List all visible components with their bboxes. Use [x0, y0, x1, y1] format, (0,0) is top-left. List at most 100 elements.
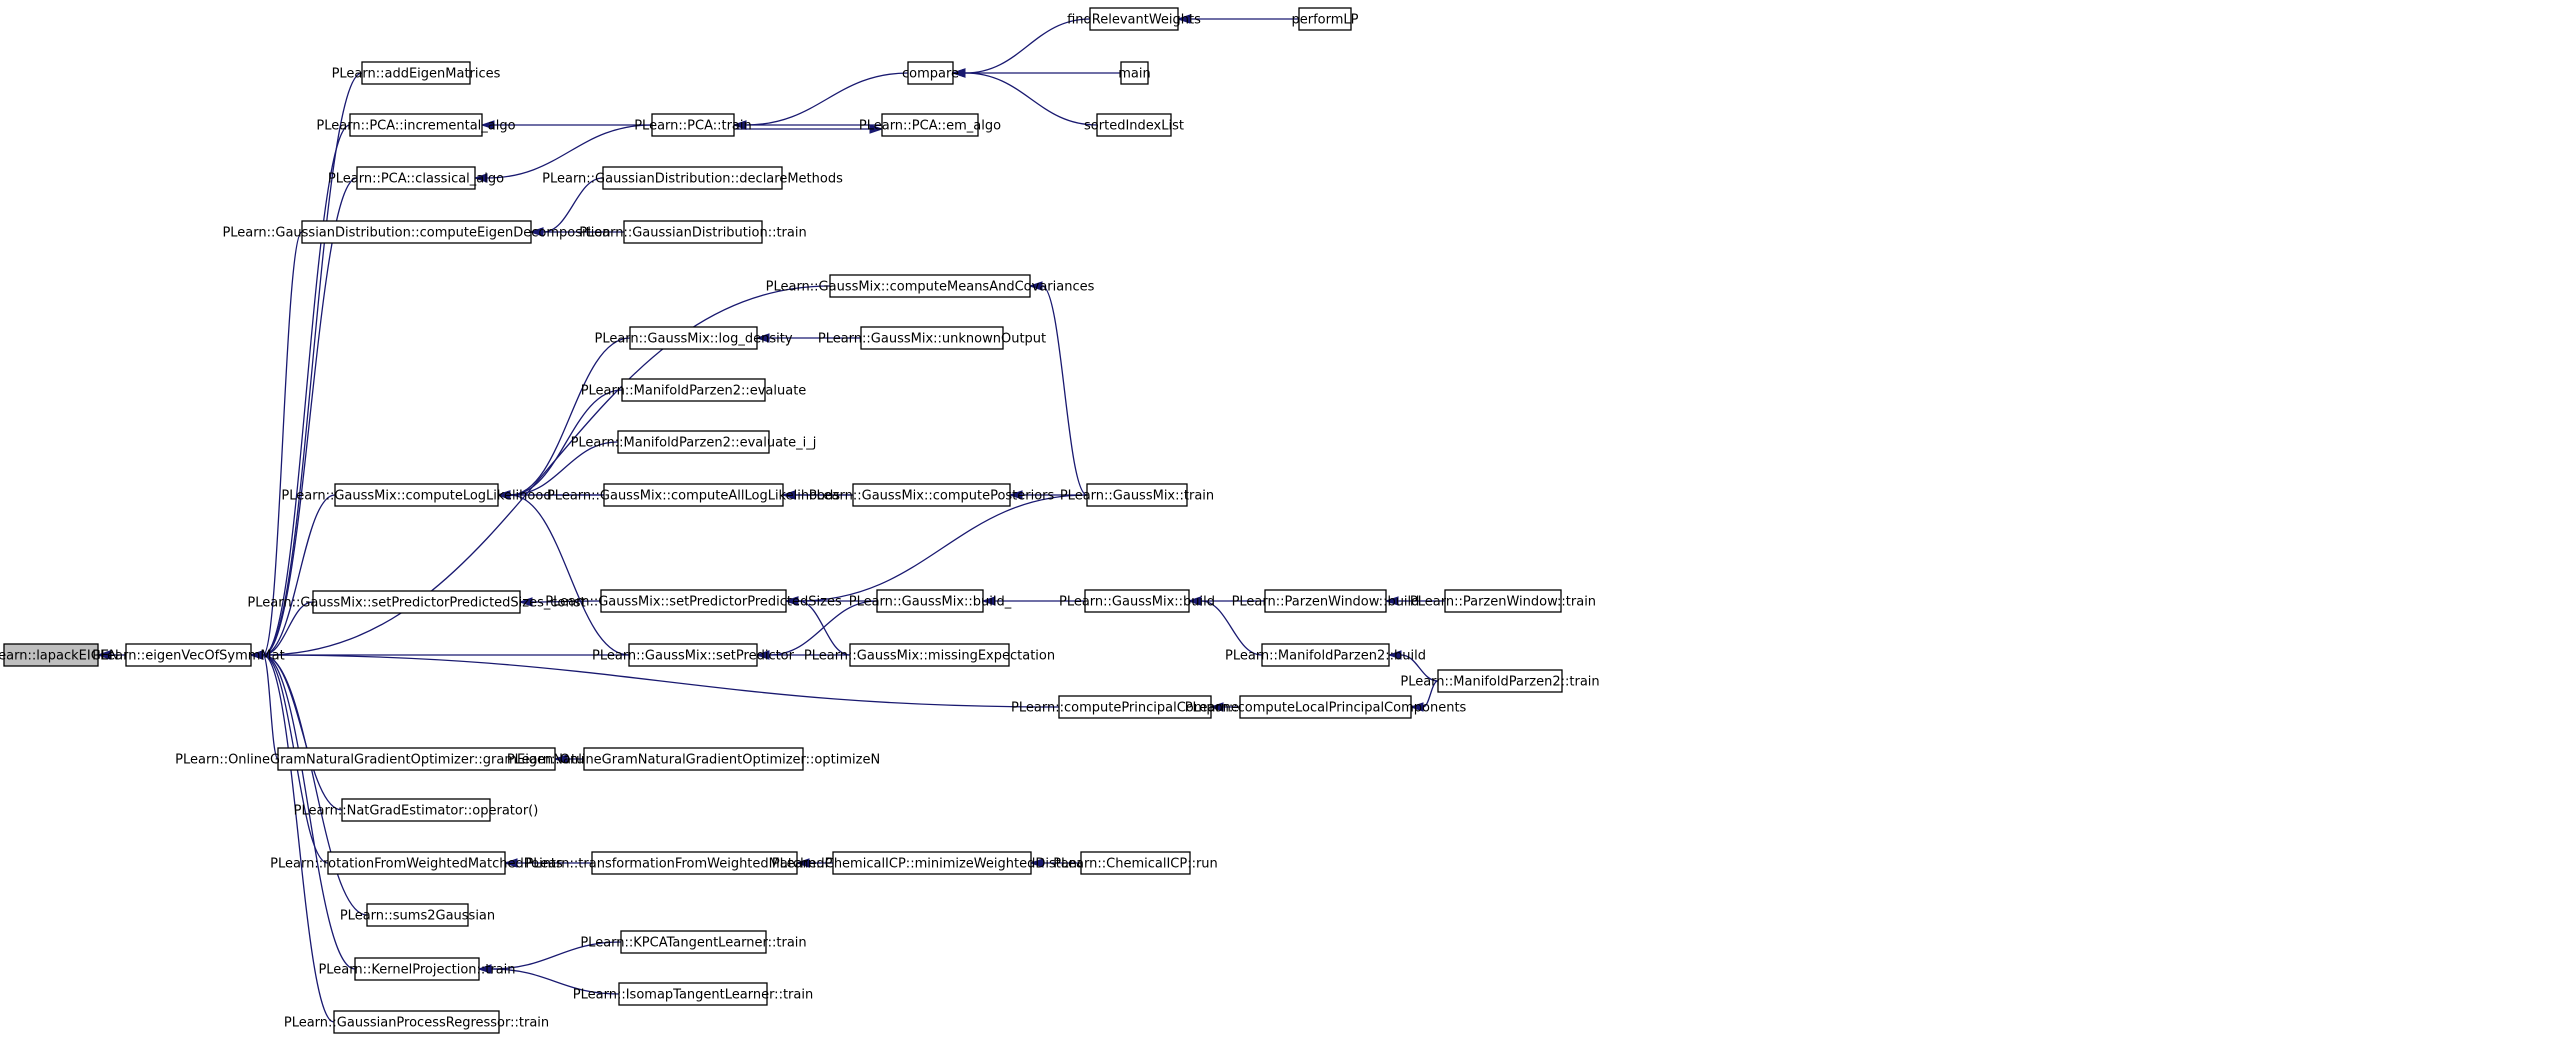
node-box — [602, 166, 783, 190]
node-pcaIncr[interactable]: PLearn::PCA::incremental_algo — [316, 113, 516, 137]
node-box — [832, 851, 1032, 875]
node-gmLogLik[interactable]: PLearn::GaussMix::computeLogLikelihood — [281, 483, 552, 507]
node-lapackEIGEN[interactable]: PLearn::lapackEIGEN — [0, 643, 119, 667]
node-cPC[interactable]: PLearn::computePrincipalComponents — [1011, 695, 1259, 719]
node-gmMissing[interactable]: PLearn::GaussMix::missingExpectation — [804, 643, 1055, 667]
edge-pcaEm-pcaTrain — [732, 120, 882, 130]
node-box — [354, 957, 480, 981]
edge-gmMissing-gmSetPred — [755, 650, 850, 660]
edge-pcaTrain-pcaIncr — [480, 120, 652, 130]
node-pwBuild[interactable]: PLearn::ParzenWindow::build — [1232, 589, 1420, 613]
node-gmLogDensity[interactable]: PLearn::GaussMix::log_density — [594, 326, 793, 350]
node-pwTrain[interactable]: PLearn::ParzenWindow::train — [1410, 589, 1596, 613]
node-gmBuild_[interactable]: PLearn::GaussMix::build_ — [849, 589, 1012, 613]
node-pcaTrain[interactable]: PLearn::PCA::train — [634, 113, 752, 137]
edges-layer — [96, 14, 1445, 1023]
node-label: PLearn::GaussianDistribution::computeEig… — [222, 226, 610, 241]
node-label: PLearn::GaussMix::unknownOutput — [818, 332, 1046, 347]
node-label: PLearn::NatGradEstimator::operator() — [294, 804, 539, 819]
node-label: PLearn::ManifoldParzen2::evaluate — [581, 384, 807, 399]
edge-gmSetPPS-gmSetPPSc — [518, 597, 602, 607]
node-box — [1437, 669, 1563, 693]
node-gmSetPPS[interactable]: PLearn::GaussMix::setPredictorPredictedS… — [545, 589, 842, 613]
node-performLP[interactable]: performLP — [1292, 7, 1359, 31]
node-mp2Train[interactable]: PLearn::ManifoldParzen2::train — [1400, 669, 1600, 693]
edge-gmUnknown-gmLogDensity — [755, 333, 862, 343]
node-transWMP[interactable]: PLearn::transformationFromWeightedMatche… — [525, 851, 864, 875]
node-gmPosteriors[interactable]: PLearn::GaussMix::computePosteriors — [809, 483, 1055, 507]
edge-sortedIdx-compare — [951, 68, 1098, 126]
node-mp2EvalIJ[interactable]: PLearn::ManifoldParzen2::evaluate_i_j — [571, 430, 817, 454]
node-kpcaTrain[interactable]: PLearn::KPCATangentLearner::train — [580, 930, 807, 954]
node-mp2Build[interactable]: PLearn::ManifoldParzen2::build — [1225, 643, 1426, 667]
node-cicpRun[interactable]: PLearn::ChemicalICP::run — [1053, 851, 1218, 875]
edge-gmPosteriors-gmAllLogLik — [781, 490, 853, 500]
node-addEigen[interactable]: PLearn::addEigenMatrices — [332, 61, 501, 85]
node-box — [1096, 113, 1172, 137]
node-box — [1298, 7, 1352, 31]
node-box — [301, 220, 532, 244]
node-gdDeclare[interactable]: PLearn::GaussianDistribution::declareMet… — [542, 166, 843, 190]
edge-sums2G-eigenVec — [249, 650, 368, 916]
edge-cicpRun-cicpMin — [1029, 858, 1081, 868]
node-gdCompute[interactable]: PLearn::GaussianDistribution::computeEig… — [222, 220, 611, 244]
node-pcaClassical[interactable]: PLearn::PCA::classical_algo — [328, 166, 504, 190]
node-label: PLearn::GaussMix::build — [1059, 595, 1215, 610]
edge-cLPC-cPC — [1209, 702, 1240, 712]
node-gmSetPPSc[interactable]: PLearn::GaussMix::setPredictorPredictedS… — [247, 590, 586, 614]
node-ogngOpt[interactable]: PLearn::OnlineGramNaturalGradientOptimiz… — [507, 747, 880, 771]
node-gmBuild[interactable]: PLearn::GaussMix::build — [1059, 589, 1215, 613]
edge-gmSetPred-gmLogLik — [496, 490, 630, 656]
edge-isoTrain-kpTrain — [477, 964, 620, 995]
node-gmMeansCov[interactable]: PLearn::GaussMix::computeMeansAndCovaria… — [766, 274, 1095, 298]
node-ngOp[interactable]: PLearn::NatGradEstimator::operator() — [294, 798, 539, 822]
node-box — [125, 643, 252, 667]
node-label: PLearn::GaussMix::setPredictor — [592, 649, 795, 664]
node-box — [618, 982, 768, 1006]
node-box — [1239, 695, 1412, 719]
edge-gmBuild-gmBuild_ — [981, 596, 1085, 606]
node-label: PLearn::GaussianDistribution::train — [579, 226, 806, 241]
node-mp2Eval[interactable]: PLearn::ManifoldParzen2::evaluate — [581, 378, 807, 402]
node-ogngGram[interactable]: PLearn::OnlineGramNaturalGradientOptimiz… — [175, 747, 658, 771]
node-findRel[interactable]: findRelevantWeights — [1067, 7, 1201, 31]
node-gmAllLogLik[interactable]: PLearn::GaussMix::computeAllLogLikelihoo… — [547, 483, 840, 507]
node-gmUnknown[interactable]: PLearn::GaussMix::unknownOutput — [818, 326, 1046, 350]
edge-ngOp-eigenVec — [249, 650, 343, 811]
node-box — [651, 113, 735, 137]
node-label: PLearn::KPCATangentLearner::train — [580, 936, 806, 951]
node-box — [1120, 61, 1149, 85]
node-box — [361, 61, 471, 85]
node-label: PLearn::OnlineGramNaturalGradientOptimiz… — [175, 753, 658, 768]
node-label: PLearn::KernelProjection::train — [318, 963, 515, 978]
node-box — [312, 590, 521, 614]
edge-pcaTrain-pcaClassical — [473, 124, 653, 183]
node-label: PLearn::GaussMix::log_density — [594, 332, 792, 347]
edge-eigenVec-lapackEIGEN — [96, 650, 126, 660]
node-gmSetPred[interactable]: PLearn::GaussMix::setPredictor — [592, 643, 795, 667]
node-box — [1084, 589, 1190, 613]
node-box — [334, 483, 499, 507]
node-isoTrain[interactable]: PLearn::IsomapTangentLearner::train — [573, 982, 813, 1006]
node-gmTrain[interactable]: PLearn::GaussMix::train — [1060, 483, 1214, 507]
node-cicpMin[interactable]: PLearn::ChemicalICP::minimizeWeightedDis… — [772, 851, 1092, 875]
node-rotWMP[interactable]: PLearn::rotationFromWeightedMatchedPoint… — [270, 851, 563, 875]
node-box — [600, 589, 787, 613]
node-sums2G[interactable]: PLearn::sums2Gaussian — [340, 903, 495, 927]
node-box — [1086, 483, 1188, 507]
node-gdTrain[interactable]: PLearn::GaussianDistribution::train — [579, 220, 807, 244]
node-cLPC[interactable]: PLearn::computeLocalPrincipalComponents — [1185, 695, 1467, 719]
node-label: PLearn::addEigenMatrices — [332, 67, 501, 82]
node-label: PLearn::lapackEIGEN — [0, 649, 119, 664]
node-main[interactable]: main — [1118, 61, 1151, 85]
node-pcaEm[interactable]: PLearn::PCA::em_algo — [859, 113, 1001, 137]
node-sortedIdx[interactable]: sortedIndexList — [1084, 113, 1184, 137]
node-box — [349, 113, 483, 137]
node-gprTrain[interactable]: PLearn::GaussianProcessRegressor::train — [284, 1010, 549, 1034]
node-compare[interactable]: compare — [902, 61, 959, 85]
node-label: PLearn::ManifoldParzen2::build — [1225, 649, 1426, 664]
node-label: performLP — [1292, 13, 1359, 28]
edge-mp2Train-cLPC — [1409, 680, 1439, 712]
node-eigenVec[interactable]: PLearn::eigenVecOfSymmMat — [92, 643, 285, 667]
node-kpTrain[interactable]: PLearn::KernelProjection::train — [318, 957, 516, 981]
